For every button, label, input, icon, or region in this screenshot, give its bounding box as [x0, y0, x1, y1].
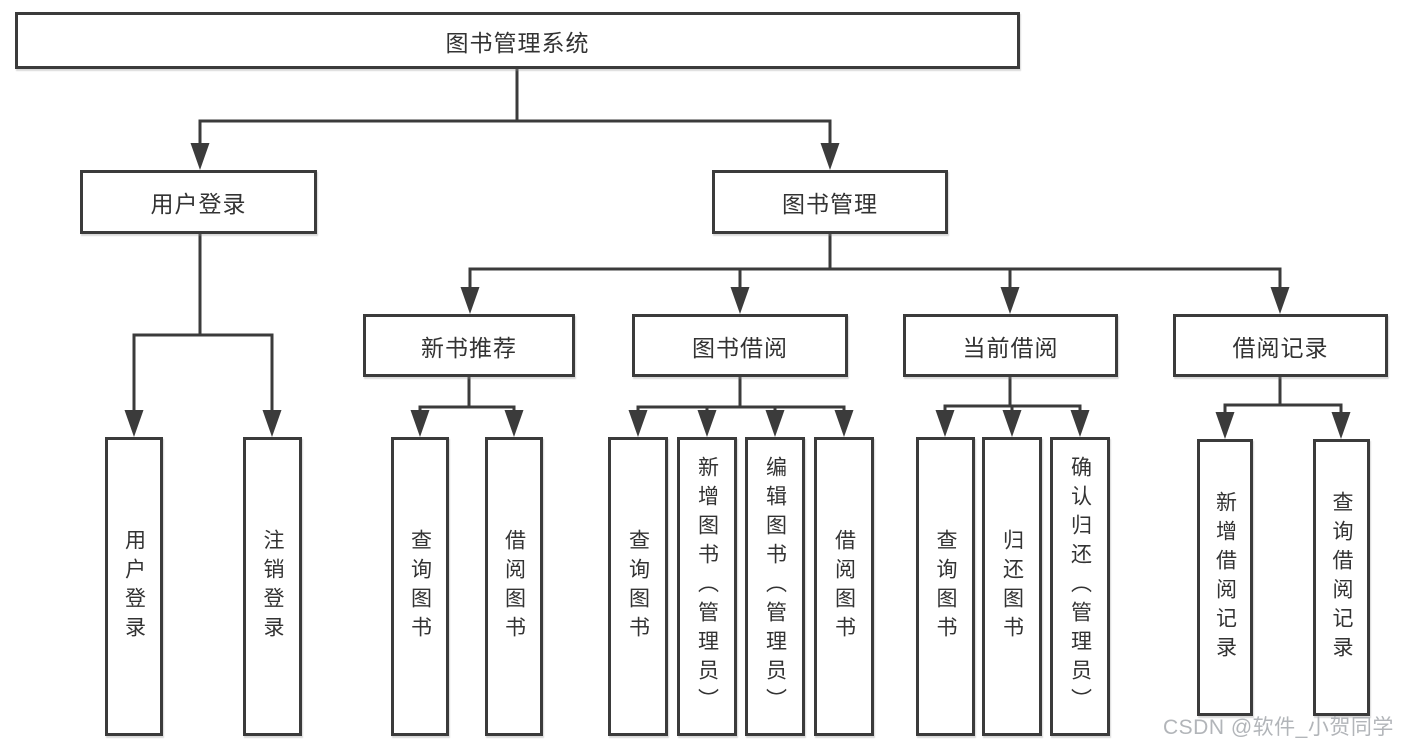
leaf-user-login: 用户登录 [105, 437, 163, 736]
leaf-query-books-borrow: 查询图书 [608, 437, 668, 736]
leaf-query-books-current: 查询图书 [916, 437, 975, 736]
leaf-query-borrow-record: 查询借阅记录 [1313, 439, 1370, 716]
node-library-management-system: 图书管理系统 [15, 12, 1020, 69]
node-book-borrowing: 图书借阅 [632, 314, 848, 377]
leaf-return-books: 归还图书 [982, 437, 1042, 736]
leaf-query-books-recommend: 查询图书 [391, 437, 449, 736]
leaf-borrow-books-recommend: 借阅图书 [485, 437, 543, 736]
leaf-logout: 注销登录 [243, 437, 302, 736]
csdn-watermark: CSDN @软件_小贺同学 [1163, 716, 1394, 739]
leaf-add-borrow-record: 新增借阅记录 [1197, 439, 1253, 716]
leaf-confirm-return-admin: 确认归还（管理员） [1050, 437, 1110, 736]
node-borrowing-records: 借阅记录 [1173, 314, 1388, 377]
leaf-add-book-admin: 新增图书（管理员） [677, 437, 737, 736]
node-user-login: 用户登录 [80, 170, 317, 234]
node-current-borrowing: 当前借阅 [903, 314, 1118, 377]
node-book-management: 图书管理 [712, 170, 948, 234]
leaf-edit-book-admin: 编辑图书（管理员） [745, 437, 805, 736]
leaf-borrow-books: 借阅图书 [814, 437, 874, 736]
node-new-book-recommendation: 新书推荐 [363, 314, 575, 377]
